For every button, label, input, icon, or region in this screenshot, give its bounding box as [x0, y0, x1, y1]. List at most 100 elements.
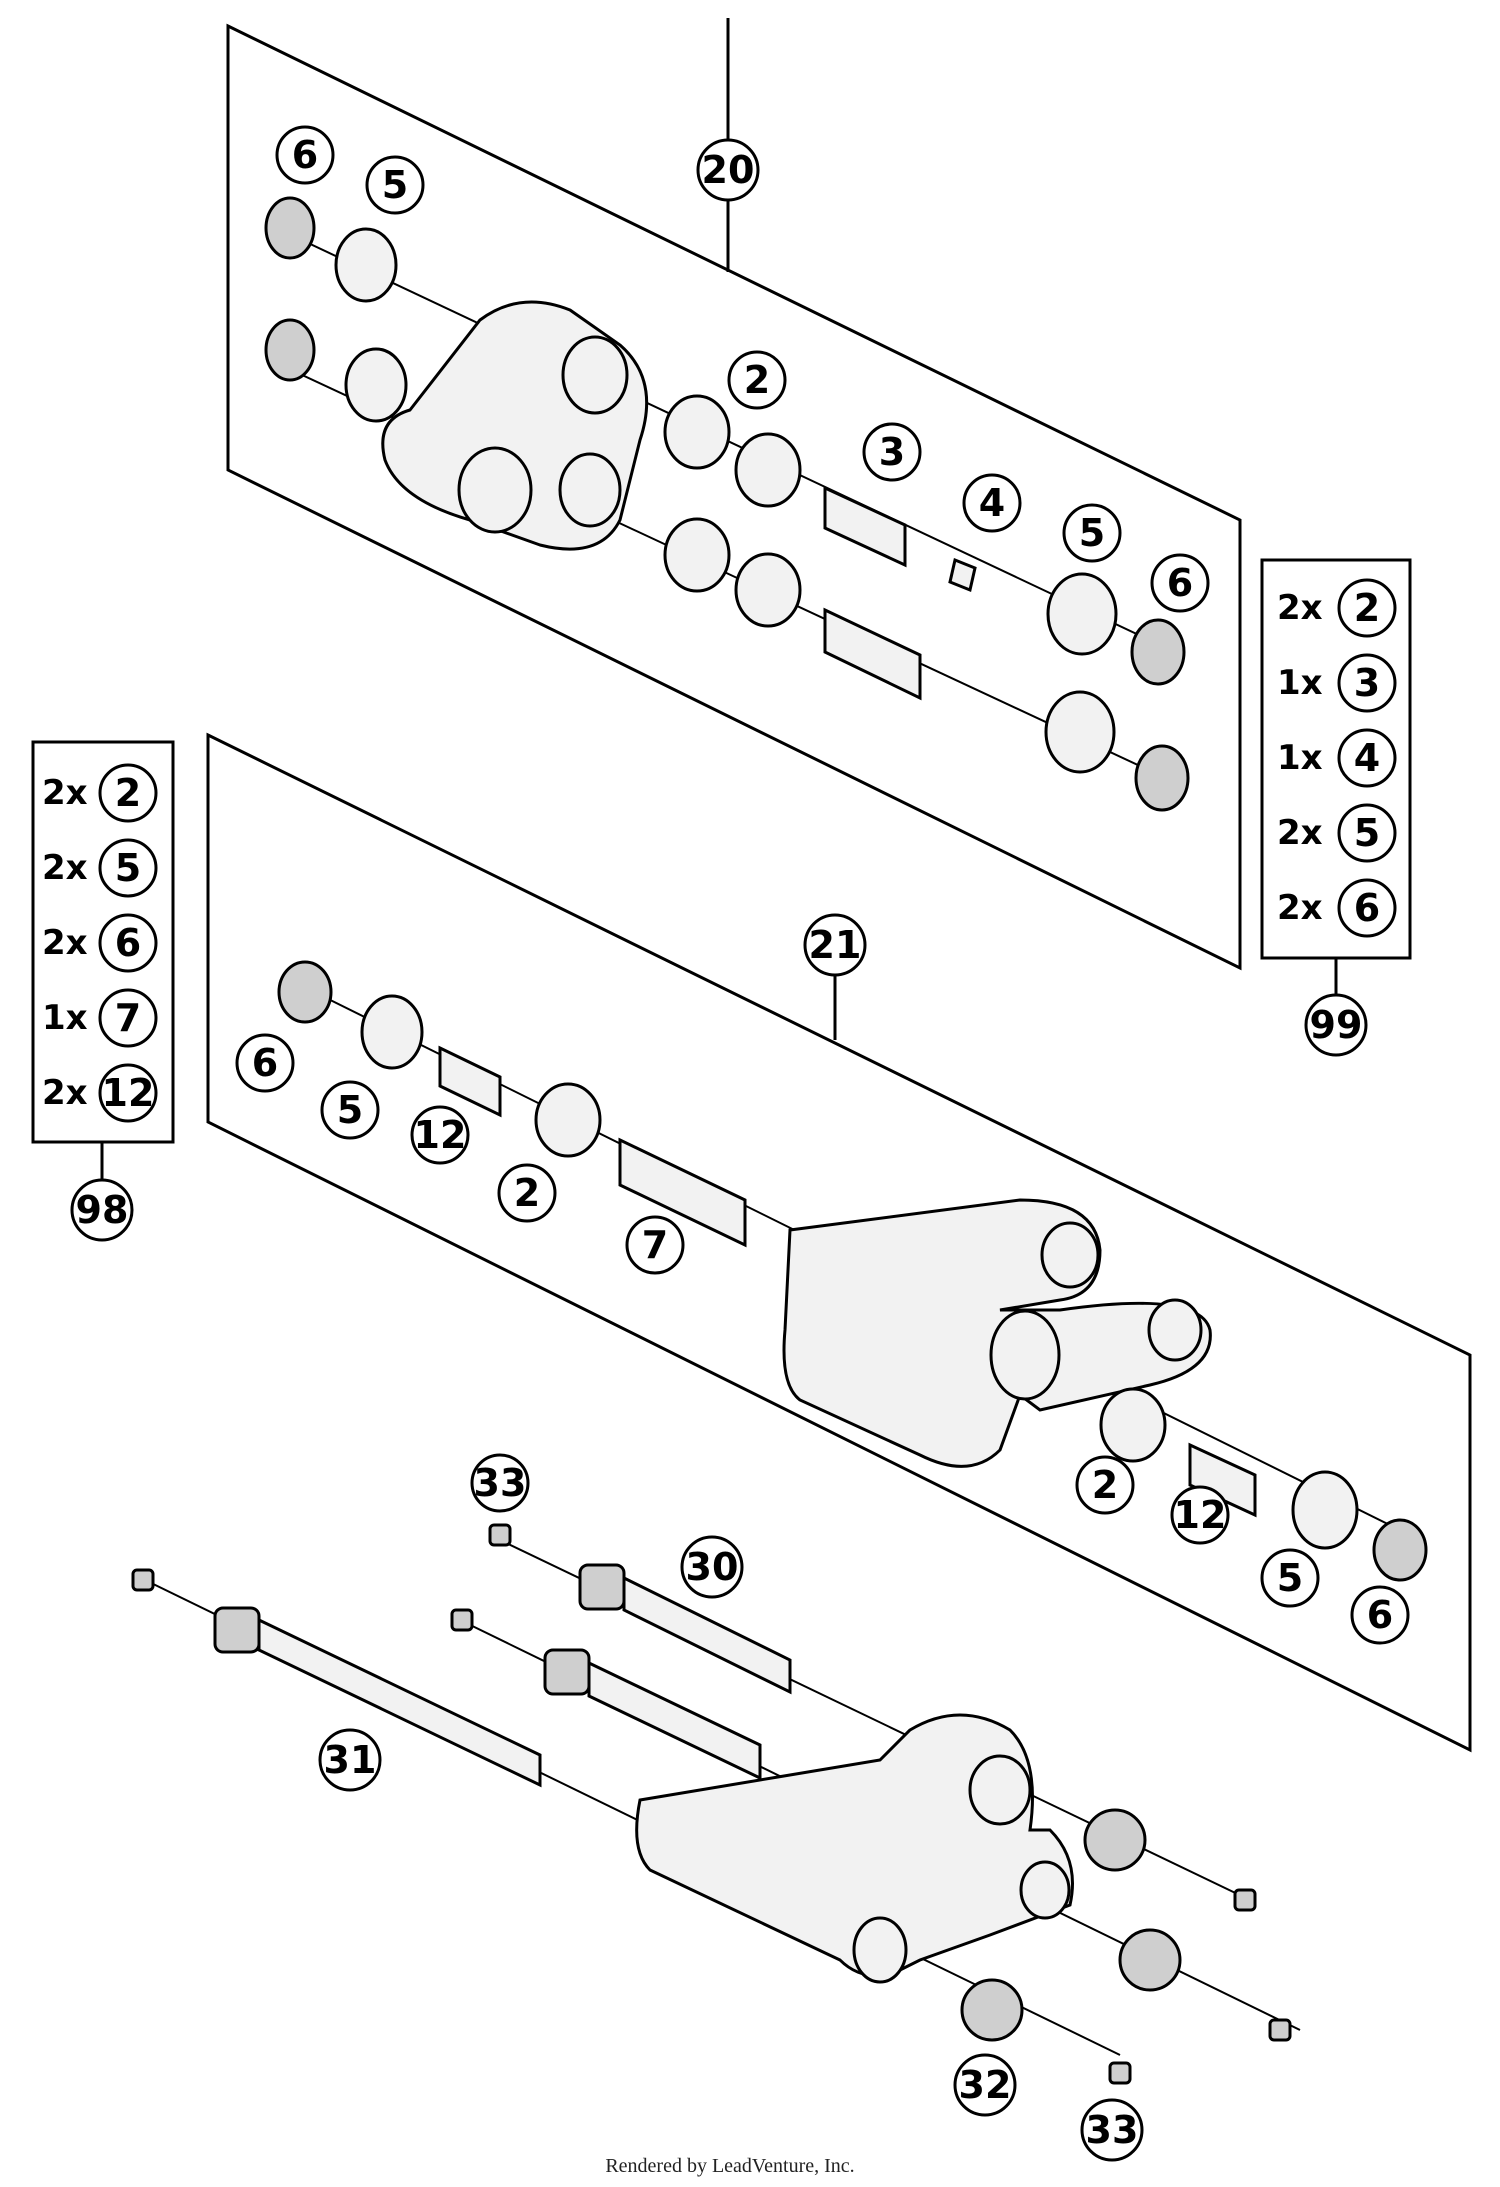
bearing-5-upper-c: [1046, 572, 1118, 656]
callout-20: 20: [696, 138, 760, 202]
bolt-head-30a: [578, 1563, 626, 1611]
cap-33-c: [450, 1608, 474, 1632]
svg-text:2: 2: [514, 1171, 540, 1215]
bushing-2-upper-d: [734, 552, 802, 628]
cap-33-a: [131, 1568, 155, 1592]
bushing-2-upper-a: [663, 394, 731, 470]
svg-text:2: 2: [1092, 1463, 1118, 1507]
sleeve-3-upper-b: [823, 607, 922, 701]
kit-98-num: 6: [115, 921, 141, 965]
kit-98-qty: 2x: [42, 923, 88, 963]
sleeve-12-mid-b: [1188, 1442, 1257, 1518]
kit-98-row: 2x 2: [42, 763, 158, 823]
bolt-head-31: [213, 1606, 261, 1654]
callout-2-upper: 2: [727, 350, 787, 410]
nut-a: [1083, 1808, 1147, 1872]
bushing-2-upper-b: [734, 432, 802, 508]
kit-98-row: 1x 7: [42, 988, 158, 1048]
svg-text:99: 99: [1310, 1003, 1363, 1047]
svg-text:30: 30: [686, 1545, 739, 1589]
kit-98-qty: 2x: [42, 773, 88, 813]
assembled-linkage: [635, 1713, 1074, 1978]
svg-text:6: 6: [1167, 561, 1193, 605]
arm-bore-mid-b: [1147, 1298, 1203, 1362]
callout-12-mid-b: 12: [1170, 1485, 1230, 1545]
kit-98-list: 2x 2 2x 5 2x 6 1x 7 2x 12: [42, 763, 158, 1123]
arm-bore-mid-a: [1040, 1221, 1100, 1289]
svg-text:12: 12: [1174, 1493, 1227, 1537]
bushing-2-mid-b: [1099, 1387, 1167, 1463]
callout-5-upper-b: 5: [1062, 503, 1122, 563]
kit-98-qty: 1x: [42, 998, 88, 1038]
kit-98-num: 12: [102, 1071, 155, 1115]
callout-33-bottom: 33: [1080, 2098, 1144, 2162]
bushing-2-mid-a: [534, 1082, 602, 1158]
spacer-4-upper: [948, 557, 977, 593]
lower-assembly-panel: [206, 732, 1472, 1753]
bearing-5-mid-a: [360, 994, 424, 1070]
svg-text:3: 3: [879, 430, 905, 474]
sleeve-7-mid: [618, 1137, 747, 1248]
kit-99-num: 2: [1354, 586, 1380, 630]
cap-33-b: [488, 1523, 512, 1547]
svg-text:12: 12: [414, 1113, 467, 1157]
callout-2-mid-b: 2: [1075, 1455, 1135, 1515]
arm-bore-mid-c: [989, 1309, 1061, 1401]
nut-b: [1118, 1928, 1182, 1992]
svg-text:98: 98: [76, 1188, 129, 1232]
svg-text:6: 6: [252, 1041, 278, 1085]
callout-7-mid: 7: [625, 1215, 685, 1275]
bolt-30-shaft-b: [587, 1660, 762, 1781]
linkage-bore-b: [1019, 1860, 1071, 1920]
kit-99-qty: 2x: [1277, 888, 1323, 928]
middle-parts: [277, 960, 1428, 1582]
kit-98-num: 5: [115, 846, 141, 890]
callout-12-mid-a: 12: [410, 1105, 470, 1165]
callout-6-upper-b: 6: [1150, 553, 1210, 613]
svg-text:4: 4: [979, 481, 1005, 525]
callout-5-mid-a: 5: [320, 1080, 380, 1140]
nut-32: [960, 1978, 1024, 2042]
callouts: 20 6 5 2 3 4 5 6 21 6 5 12 2 7 2 12 5 6 …: [70, 125, 1410, 2162]
svg-text:5: 5: [337, 1088, 363, 1132]
svg-text:6: 6: [292, 133, 318, 177]
callout-3-upper: 3: [862, 422, 922, 482]
seal-6-upper-d: [1134, 744, 1190, 812]
upper-assembly-panel: [226, 23, 1242, 971]
kit-99-row: 2x 2: [1277, 578, 1397, 638]
cap-33-d: [1233, 1888, 1257, 1912]
kit-99-row: 2x 5: [1277, 803, 1397, 863]
kit-98-row: 2x 5: [42, 838, 158, 898]
svg-text:6: 6: [1367, 1593, 1393, 1637]
seal-6-upper-c: [1130, 618, 1186, 686]
svg-text:2: 2: [744, 358, 770, 402]
callout-4-upper: 4: [962, 473, 1022, 533]
callout-32: 32: [953, 2053, 1017, 2117]
callout-31: 31: [318, 1728, 382, 1792]
bearing-5-upper-a: [334, 227, 398, 303]
callout-98: 98: [70, 1178, 134, 1242]
kit-99-qty: 2x: [1277, 813, 1323, 853]
bottom-assembly: [131, 1523, 1301, 2085]
lever-bore-upper-3: [558, 452, 622, 528]
kit-98-num: 2: [115, 771, 141, 815]
kit-99-qty: 1x: [1277, 663, 1323, 703]
lever-bore-upper-1: [561, 335, 629, 415]
svg-text:32: 32: [959, 2063, 1012, 2107]
callout-6-mid-b: 6: [1350, 1585, 1410, 1645]
kit-99-row: 1x 3: [1277, 653, 1397, 713]
callout-5-upper-a: 5: [365, 155, 425, 215]
kit-99-num: 4: [1354, 736, 1380, 780]
kit-99-num: 3: [1354, 661, 1380, 705]
callout-6-upper-a: 6: [275, 125, 335, 185]
svg-text:5: 5: [382, 163, 408, 207]
svg-text:7: 7: [642, 1223, 668, 1267]
kit-99-qty: 2x: [1277, 588, 1323, 628]
seal-6-mid-a: [277, 960, 333, 1024]
credit-text: Rendered by LeadVenture, Inc.: [605, 2155, 854, 2177]
kit-99-row: 1x 4: [1277, 728, 1397, 788]
kit-99-num: 6: [1354, 886, 1380, 930]
bolt-30-shaft-a: [622, 1575, 792, 1695]
sleeve-3-upper-a: [823, 485, 907, 568]
